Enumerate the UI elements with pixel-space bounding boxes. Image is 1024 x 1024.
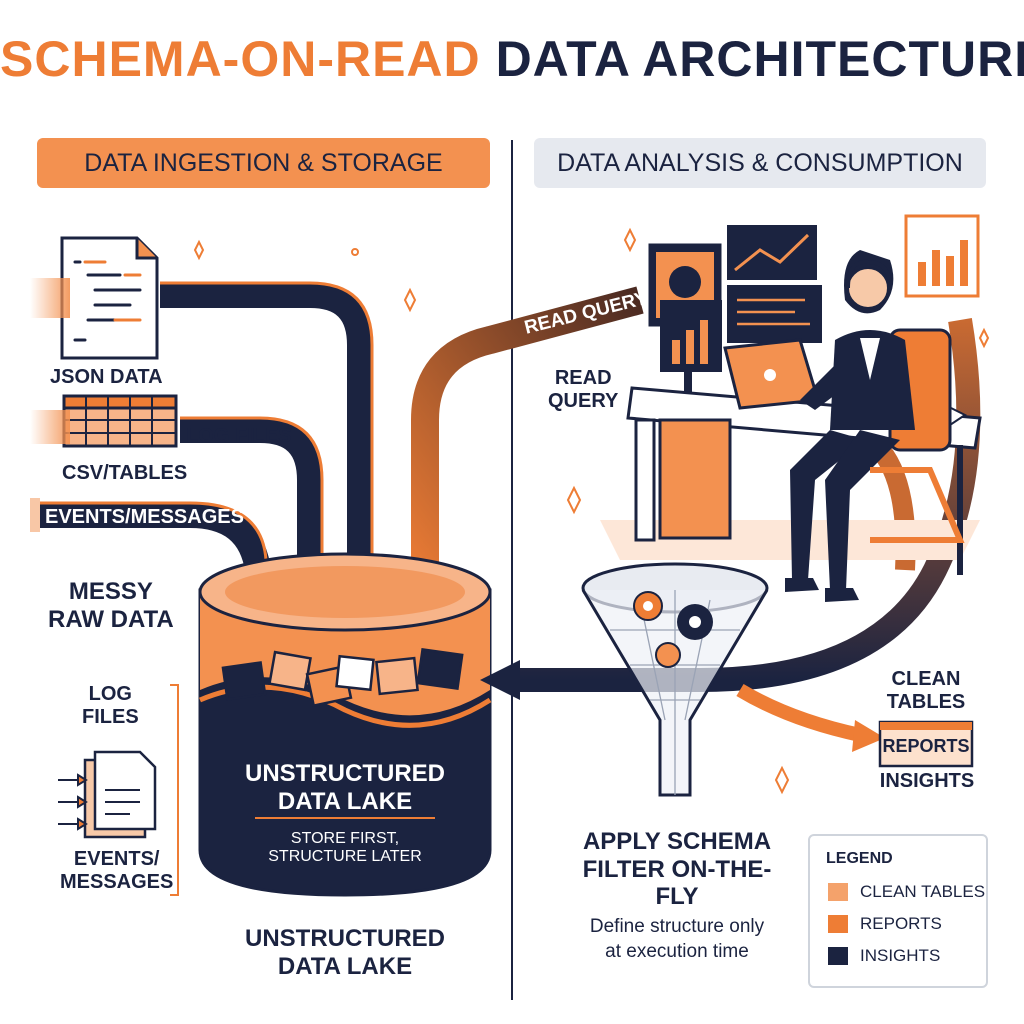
legend-title: LEGEND — [826, 850, 893, 867]
legend-swatch-reports — [828, 915, 848, 933]
log-files-small-label: LOG FILES — [82, 683, 139, 728]
legend-item-clean-tables: CLEAN TABLES — [828, 882, 985, 902]
panel-ingestion-label: DATA INGESTION & STORAGE — [84, 148, 443, 177]
read-query-label: READ QUERY — [548, 367, 619, 412]
messy-raw-data-label: MESSY RAW DATA — [48, 578, 174, 633]
json-data-label: JSON DATA — [50, 366, 163, 388]
page-title: SCHEMA-ON-READ DATA ARCHITECTURE — [0, 30, 1024, 88]
events-stream-fade — [30, 498, 40, 532]
events-document-icon — [58, 750, 157, 839]
legend-label-reports: REPORTS — [860, 914, 942, 933]
csv-stream-fade — [30, 410, 70, 444]
legend-item-insights: INSIGHTS — [828, 946, 940, 966]
lake-tagline: STORE FIRST, STRUCTURE LATER — [268, 830, 422, 866]
json-file-icon — [60, 236, 159, 360]
wall-chart-icon — [904, 214, 980, 298]
ingest-arrows — [40, 282, 373, 600]
panel-ingestion-storage: DATA INGESTION & STORAGE — [37, 138, 490, 188]
legend-label-insights: INSIGHTS — [860, 946, 941, 965]
lake-caption: UNSTRUCTURED DATA LAKE — [245, 925, 445, 980]
log-files-label: LOG FILES — [186, 425, 292, 447]
title-part-1: SCHEMA-ON-READ — [0, 31, 481, 87]
monitor-cluster — [648, 225, 822, 397]
csv-tables-label: CSV/TABLES — [62, 462, 188, 484]
data-lake-cylinder — [198, 552, 492, 897]
legend-swatch-insights — [828, 947, 848, 965]
panel-analysis-consumption: DATA ANALYSIS & CONSUMPTION — [534, 138, 986, 188]
sources-bracket — [170, 684, 179, 896]
legend-label-clean-tables: CLEAN TABLES — [860, 882, 986, 901]
reports-badge-frame — [878, 720, 974, 768]
json-stream-fade — [30, 278, 70, 318]
ingest-arrow-highlights — [40, 281, 374, 590]
insights-label: INSIGHTS — [879, 770, 975, 792]
legend: LEGEND CLEAN TABLES REPORTS INSIGHTS — [808, 834, 988, 988]
events-messages-small-label: EVENTS/ MESSAGES — [60, 848, 174, 893]
desk-workstation — [600, 338, 982, 575]
schema-filter-note: Define structure only at execution time — [589, 916, 765, 962]
reports-label: REPORTS — [882, 736, 970, 756]
analyst-person — [785, 250, 965, 602]
schema-filter-label: APPLY SCHEMA FILTER ON-THE-FLY — [582, 828, 772, 911]
clean-tables-label: CLEAN TABLES — [886, 668, 966, 713]
schema-filter-funnel — [581, 562, 769, 797]
legend-item-reports: REPORTS — [828, 914, 942, 934]
sparkle-icons — [193, 227, 990, 795]
panel-analysis-label: DATA ANALYSIS & CONSUMPTION — [557, 148, 963, 177]
lake-name-label: UNSTRUCTURED DATA LAKE — [245, 760, 445, 815]
events-messages-label: EVENTS/MESSAGES — [45, 506, 244, 528]
output-arrow — [736, 683, 885, 752]
csv-table-icon — [62, 394, 178, 448]
title-part-2: DATA ARCHITECTURE — [495, 31, 1024, 87]
legend-swatch-clean-tables — [828, 883, 848, 901]
